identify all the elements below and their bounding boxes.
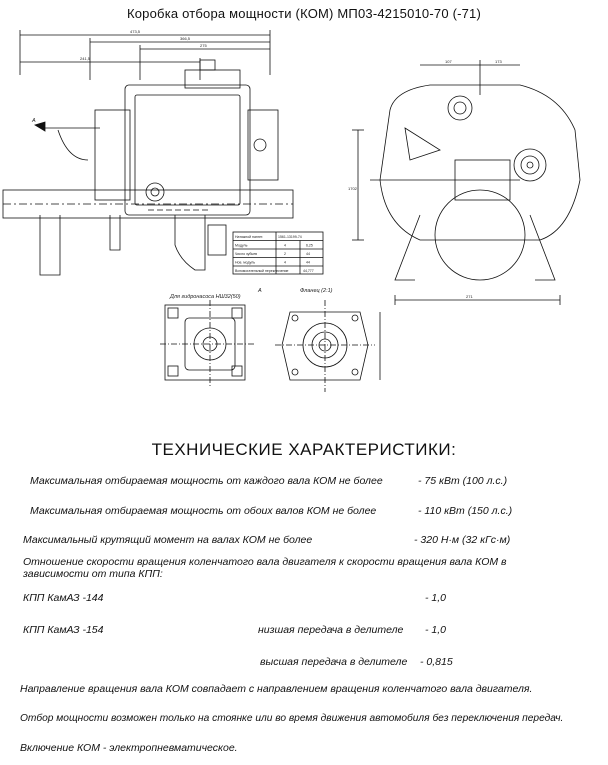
dim-4: 241,5: [80, 56, 91, 61]
dim-7: 271: [466, 294, 473, 299]
table-cell: Нов. модуль: [235, 261, 255, 265]
kpp154-low-label: низшая передача в делителе: [258, 624, 404, 636]
table-cell: 1561-13199-74: [278, 235, 302, 239]
table-cell: Вспомогательный переключение: [235, 269, 289, 273]
table-cell: 4: [284, 244, 286, 248]
dim-total: 473,5: [130, 29, 141, 34]
spec-label: Максимальная отбираемая мощность от обои…: [30, 505, 377, 517]
table-cell: Число зубьев: [235, 252, 257, 256]
kpp144-label: КПП КамАЗ -144: [23, 592, 104, 604]
flange-label: Фланец (2:1): [300, 288, 333, 294]
table-cell: 44: [306, 252, 310, 256]
spec-value: - 110 кВт (150 л.с.): [418, 505, 513, 517]
technical-drawing: 473,5 366,5 275 241,5 107 173 271 1702 A…: [2, 29, 581, 392]
pump-flange-label: Для гидронасоса НШ32(50): [169, 294, 241, 300]
spec-value: - 320 Н·м (32 кГс·м): [414, 534, 511, 546]
specs-heading: ТЕХНИЧЕСКИЕ ХАРАКТЕРИСТИКИ:: [151, 440, 457, 459]
table-cell: Модуль: [235, 244, 248, 248]
dim-5: 107: [445, 59, 452, 64]
dim-8: 1702: [348, 186, 358, 191]
spec-label: Максимальный крутящий момент на валах КО…: [23, 534, 313, 546]
kpp154-label: КПП КамАЗ -154: [23, 624, 104, 636]
table-cell: 6,25: [306, 244, 313, 248]
dim-3: 275: [200, 43, 207, 48]
view-arrow-a: A: [31, 118, 36, 124]
dim-2: 366,5: [180, 36, 191, 41]
note-rotation: Направление вращения вала КОМ совпадает …: [20, 683, 533, 695]
note-operation: Отбор мощности возможен только на стоянк…: [20, 713, 564, 724]
kpp154-low-value: - 1,0: [425, 624, 447, 636]
kpp154-high-value: - 0,815: [420, 656, 453, 668]
spec-label: Максимальная отбираемая мощность от кажд…: [30, 475, 383, 487]
kpp154-high-label: высшая передача в делителе: [260, 656, 408, 668]
table-cell: Натяжной нагнет.: [235, 235, 263, 239]
note-engagement: Включение КОМ - электропневматическое.: [20, 742, 238, 754]
table-cell: 4: [284, 261, 286, 265]
spec-value: - 75 кВт (100 л.с.): [418, 475, 508, 487]
page-title: Коробка отбора мощности (КОМ) МП03-42150…: [126, 6, 482, 21]
ratio-intro: Отношение скорости вращения коленчатого …: [23, 556, 507, 568]
dim-6: 173: [495, 59, 502, 64]
table-cell: 2: [284, 252, 286, 256]
ratio-intro: зависимости от типа КПП:: [23, 568, 163, 580]
table-cell: 44,777: [303, 269, 314, 273]
kpp144-value: - 1,0: [425, 592, 447, 604]
table-cell: 44: [306, 261, 310, 265]
view-a-label: А: [257, 288, 262, 294]
